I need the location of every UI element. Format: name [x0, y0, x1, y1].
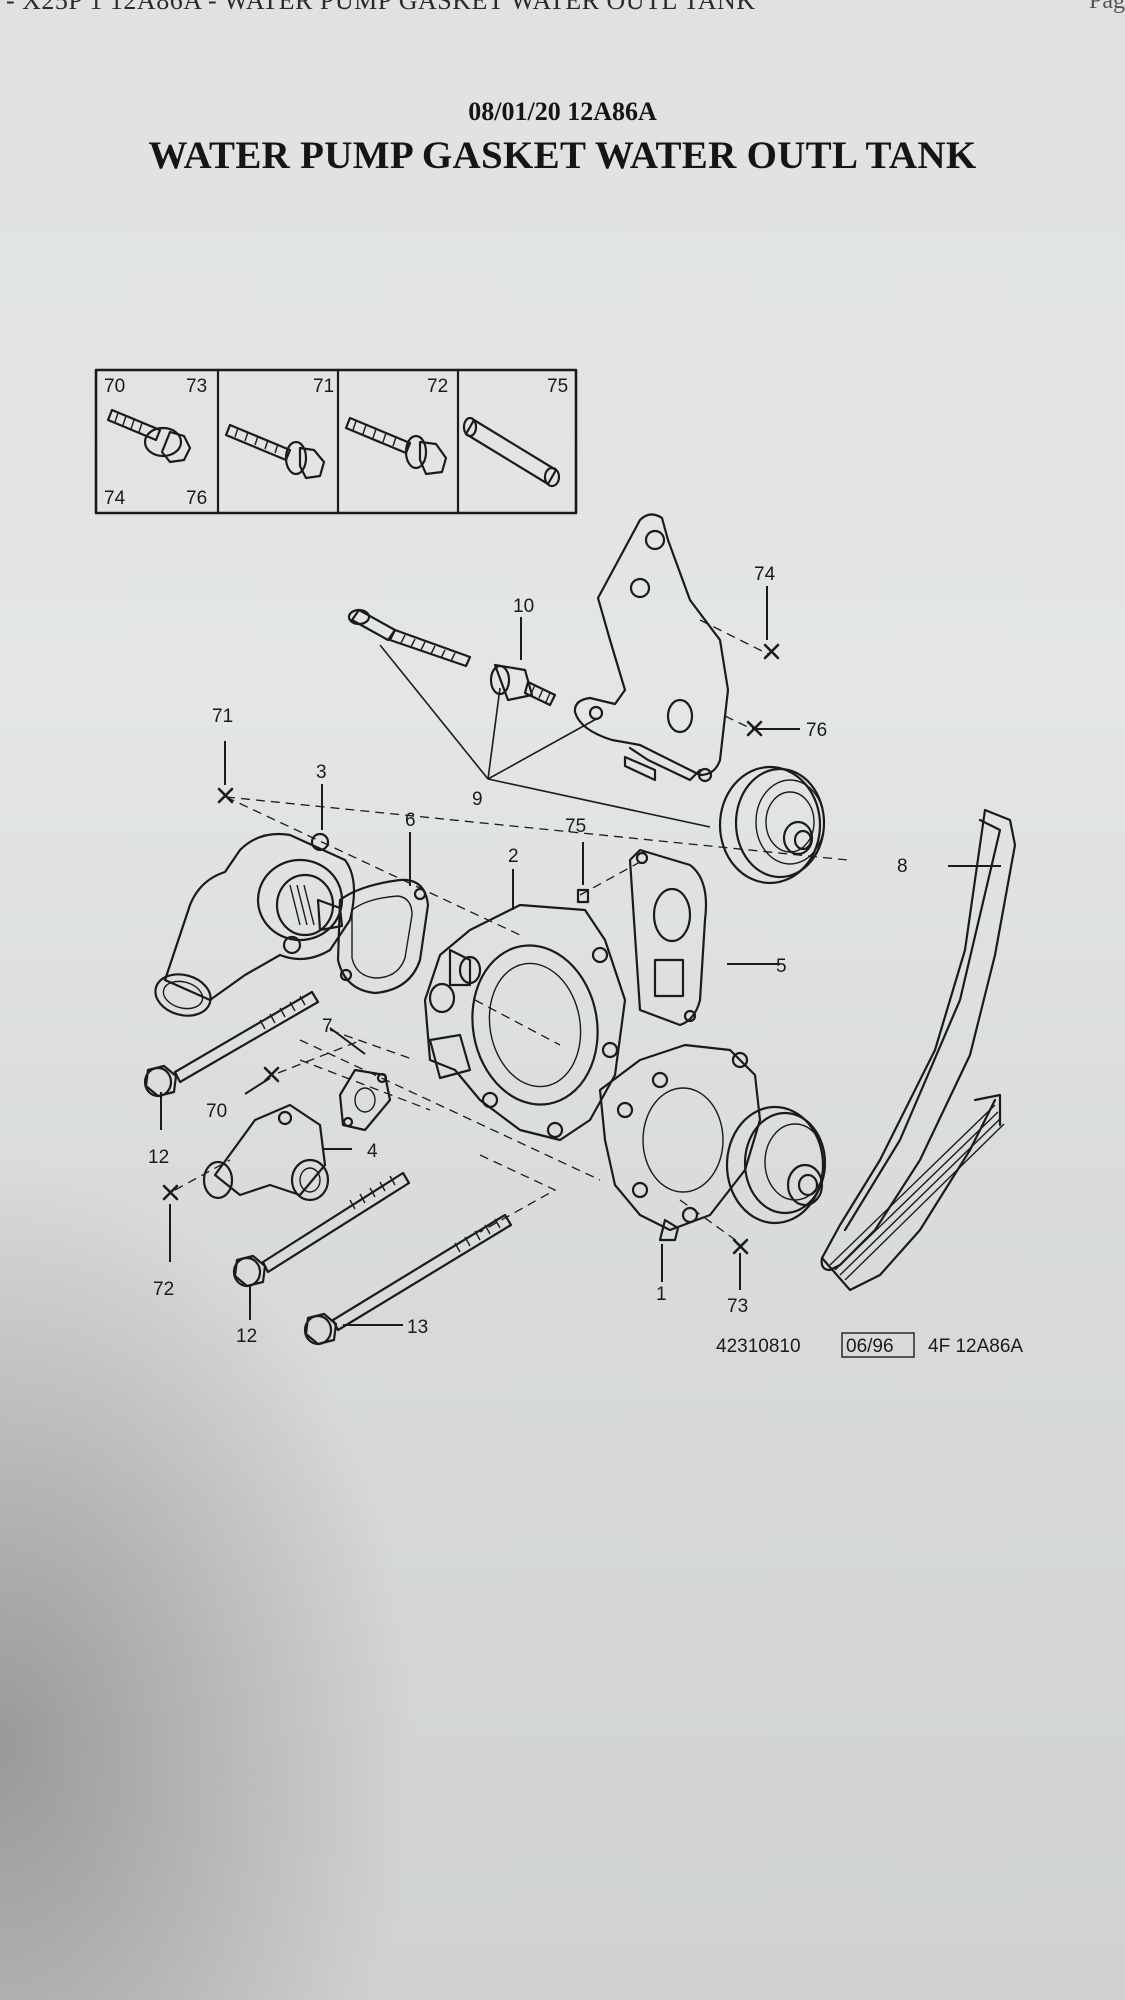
water-pump [598, 1043, 827, 1242]
legend-70: 70 [104, 376, 125, 397]
pump-housing [423, 903, 627, 1142]
water-elbow [202, 1103, 330, 1202]
callout-leaders [160, 586, 1001, 1326]
poly-v-belt [820, 808, 1017, 1292]
callout-74: 74 [754, 564, 776, 585]
callout-72: 72 [153, 1279, 174, 1300]
callout-73: 73 [727, 1296, 748, 1317]
drawing-date-box: 06/96 [846, 1336, 894, 1357]
callout-75: 75 [565, 816, 586, 837]
drawing-code: 4F 12A86A [928, 1336, 1023, 1357]
drawing-number: 42310810 [716, 1336, 801, 1357]
flange-bolt-short-icon [106, 408, 192, 464]
fastener-legend-box: 70 73 74 76 71 72 75 [94, 368, 578, 515]
callout-6: 6 [405, 810, 416, 831]
page-shadow [0, 1150, 420, 2000]
callout-13: 13 [407, 1317, 428, 1338]
callout-12-lower: 12 [236, 1326, 257, 1347]
legend-73: 73 [186, 376, 207, 397]
dowel-pin [576, 888, 590, 904]
long-bolt-13 [303, 1213, 513, 1346]
flange-bolt-upper [143, 990, 320, 1098]
water-outlet-housing [154, 832, 356, 1017]
flange-bolt-lower [232, 1171, 411, 1288]
date-code: 08/01/20 12A86A [468, 97, 657, 126]
legend-76: 76 [186, 488, 207, 509]
fastener-x-marks [162, 643, 780, 1255]
callout-10: 10 [513, 596, 534, 617]
callout-1: 1 [656, 1284, 667, 1305]
pump-gasket [628, 848, 708, 1027]
callout-3: 3 [316, 762, 327, 783]
outlet-gasket [336, 878, 430, 995]
callout-9: 9 [472, 789, 483, 810]
callout-2: 2 [508, 846, 519, 867]
callout-7: 7 [322, 1016, 333, 1037]
running-header: - X25P 1 12A86A - WATER PUMP GASKET WATE… [0, 0, 1125, 18]
dowel-pin-75-icon [462, 416, 561, 488]
legend-71: 71 [313, 376, 334, 397]
bracket-long-bolt [347, 608, 472, 668]
bolt-72-icon [344, 416, 448, 476]
alternator-bracket [573, 513, 730, 783]
stud-with-spacer [489, 663, 557, 707]
callout-8: 8 [897, 856, 908, 877]
running-header-text: - X25P 1 12A86A - WATER PUMP GASKET WATE… [6, 0, 756, 15]
callout-12-upper: 12 [148, 1147, 169, 1168]
drawing-reference: 42310810 06/96 4F 12A86A [716, 1332, 1023, 1358]
callout-70: 70 [206, 1101, 227, 1122]
page-label: Pag [1089, 0, 1125, 14]
callout-5: 5 [776, 956, 787, 977]
callout-numbers: 10 74 76 71 3 6 9 2 75 8 5 7 70 4 12 72 … [148, 564, 908, 1347]
assembly-dash-lines [174, 619, 849, 1245]
page-title: WATER PUMP GASKET WATER OUTL TANK [148, 134, 977, 177]
legend-74: 74 [104, 488, 126, 509]
callout-71: 71 [212, 706, 233, 727]
legend-75: 75 [547, 376, 568, 397]
elbow-gasket [338, 1068, 392, 1132]
idler-pulley [718, 765, 826, 885]
bolt-71-icon [224, 423, 326, 480]
callout-76: 76 [806, 720, 827, 741]
legend-72: 72 [427, 376, 448, 397]
callout-4: 4 [367, 1141, 378, 1162]
